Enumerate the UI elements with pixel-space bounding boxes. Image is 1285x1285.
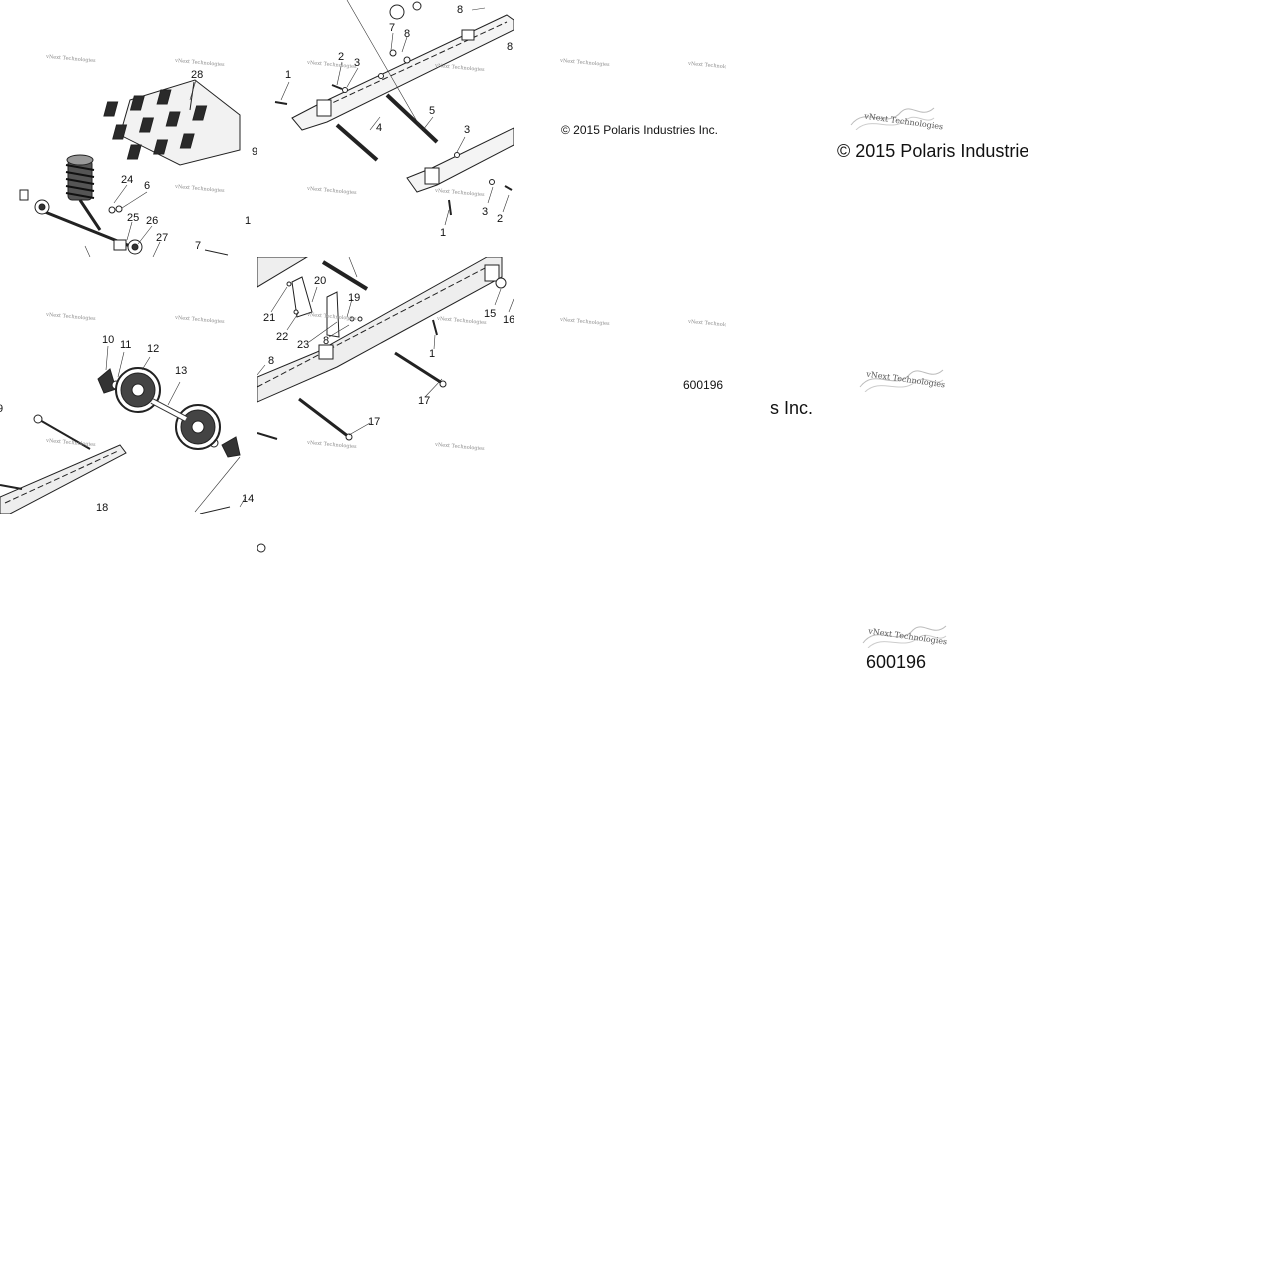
callout-6: 6	[144, 180, 151, 192]
callout-18: 18	[96, 502, 109, 514]
callout-5: 5	[429, 105, 436, 117]
callout-12: 12	[147, 343, 160, 355]
callout-8: 8	[457, 4, 464, 16]
callout-17: 17	[418, 395, 431, 407]
enlarged-figure-number-tile: vNext Technologies 600196	[770, 514, 1028, 771]
watermark-text: vNext Technologies	[559, 316, 610, 328]
enlarged-copyright-tail-tile: vNext Technologies s Inc.	[770, 257, 1028, 514]
diagram-tile-rails-lower: vNext Technologies vNext Technologies vN…	[257, 257, 514, 583]
callout-3: 3	[482, 206, 489, 218]
callout-7: 7	[389, 22, 396, 34]
callout-24: 24	[121, 174, 134, 186]
callout-7: 7	[195, 240, 202, 252]
diagram-tile-rails-upper: vNext Technologies vNext Technologies vN…	[257, 0, 514, 257]
copyright-notice: © 2015 Polaris Industries Inc.	[561, 123, 718, 137]
rails-upper-drawing	[274, 0, 514, 226]
diagram-tile-idler-wheels: vNext Technologies vNext Technologies vN…	[0, 257, 257, 514]
callout-4: 4	[376, 122, 383, 134]
callout-15: 15	[484, 308, 497, 320]
callout-27: 27	[156, 232, 169, 244]
watermark-text: vNext Technologies	[559, 57, 610, 69]
callout-3: 3	[354, 57, 361, 69]
callout-21: 21	[263, 312, 276, 324]
callout-8-clipped: 8	[507, 41, 514, 53]
enlarged-copyright-tile: vNext Technologies © 2015 Polaris Indust…	[726, 0, 1028, 257]
copyright-tail: s Inc.	[770, 398, 814, 418]
callout-23: 23	[297, 339, 310, 351]
callout-11: 11	[120, 339, 132, 351]
callout-20: 20	[314, 275, 327, 287]
copyright-notice-clipped: © 2015 Polaris Industrie	[837, 141, 1028, 161]
callout-10: 10	[102, 334, 115, 346]
callout-28: 28	[191, 69, 204, 81]
copyright-tile-top: vNext Technologies vNext Technologies © …	[514, 0, 726, 257]
watermark-text: vNext Technologies	[687, 318, 726, 330]
callout-9-clipped: 9	[0, 403, 4, 415]
callout-8: 8	[323, 335, 330, 347]
callout-2: 2	[338, 51, 345, 63]
callout-16: 16	[503, 314, 514, 326]
callout-13: 13	[175, 365, 188, 377]
callout-26: 26	[146, 215, 159, 227]
callout-3: 3	[464, 124, 471, 136]
watermark-text: vNext Technologies	[687, 60, 726, 72]
callout-2: 2	[497, 213, 504, 225]
callout-14: 14	[242, 493, 255, 505]
figure-number-tile: vNext Technologies vNext Technologies 60…	[514, 257, 726, 514]
callout-17: 17	[368, 416, 381, 428]
diagram-tile-track-shock: vNext Technologies vNext Technologies vN…	[0, 0, 257, 257]
callout-22: 22	[276, 331, 289, 343]
callout-1: 1	[285, 69, 292, 81]
callout-25: 25	[127, 212, 140, 224]
watermark-scribble	[862, 625, 947, 648]
watermark-scribble	[859, 369, 944, 392]
callout-1: 1	[429, 348, 436, 360]
watermark-scribble	[850, 107, 935, 130]
track-shock-drawing	[19, 79, 241, 257]
idler-wheels-drawing	[0, 345, 247, 514]
callout-9-clipped: 9	[252, 146, 257, 158]
callout-1-clipped: 1	[245, 215, 252, 227]
callout-1: 1	[440, 227, 447, 239]
callout-8: 8	[404, 28, 411, 40]
rails-lower-drawing	[257, 257, 514, 553]
callout-19: 19	[348, 292, 361, 304]
callout-8: 8	[268, 355, 275, 367]
figure-number: 600196	[683, 378, 724, 392]
figure-number-large: 600196	[866, 652, 927, 672]
